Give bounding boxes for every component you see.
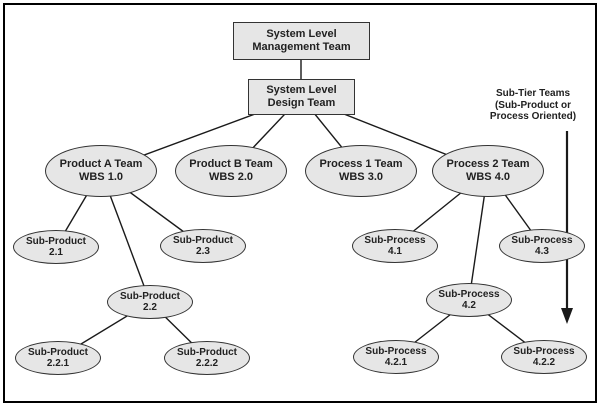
- node-sub-process-4-2: Sub-Process 4.2: [426, 283, 512, 317]
- sub-id: 4.1: [388, 246, 402, 257]
- team-name: Product A Team: [59, 157, 143, 170]
- node-label-line2: Design Team: [267, 97, 336, 109]
- annotation-line1: Sub-Tier Teams: [495, 88, 571, 99]
- node-sub-process-4-2-1: Sub-Process 4.2.1: [353, 340, 439, 374]
- sub-id: 2.2.2: [195, 358, 219, 369]
- arrowhead-icon: [561, 308, 573, 324]
- sub-name: Sub-Product: [177, 346, 237, 358]
- sub-tier-teams-label: Sub-Tier Teams (Sub-Product or Process O…: [477, 88, 589, 123]
- sub-id: 2.2: [143, 302, 157, 313]
- node-sub-product-2-2-1: Sub-Product 2.2.1: [15, 341, 101, 375]
- team-name: Process 2 Team: [446, 157, 530, 170]
- node-sub-product-2-2-2: Sub-Product 2.2.2: [164, 341, 250, 375]
- node-sub-product-2-2: Sub-Product 2.2: [107, 285, 193, 319]
- node-sub-product-2-1: Sub-Product 2.1: [13, 230, 99, 264]
- annotation-line2: (Sub-Product or: [494, 99, 572, 111]
- sub-id: 2.3: [196, 246, 210, 257]
- node-process-2-team: Process 2 Team WBS 4.0: [432, 145, 544, 197]
- node-sub-process-4-3: Sub-Process 4.3: [499, 229, 585, 263]
- sub-id: 4.2.2: [532, 357, 556, 368]
- node-sub-process-4-1: Sub-Process 4.1: [352, 229, 438, 263]
- sub-name: Sub-Process: [438, 288, 500, 300]
- annotation-line3: Process Oriented): [489, 111, 577, 122]
- sub-id: 4.2: [462, 300, 476, 311]
- sub-name: Sub-Process: [513, 345, 575, 357]
- node-sub-product-2-3: Sub-Product 2.3: [160, 229, 246, 263]
- team-wbs: WBS 2.0: [208, 171, 253, 183]
- sub-name: Sub-Process: [365, 345, 427, 357]
- team-name: Product B Team: [189, 157, 273, 170]
- team-wbs: WBS 1.0: [78, 171, 123, 183]
- sub-tier-arrow: [561, 131, 573, 324]
- sub-name: Sub-Process: [364, 234, 426, 246]
- diagram-border: [3, 3, 597, 403]
- node-label-line1: System Level: [266, 28, 337, 40]
- team-wbs: WBS 3.0: [338, 171, 383, 183]
- sub-id: 2.2.1: [46, 358, 70, 369]
- team-name: Process 1 Team: [319, 157, 403, 170]
- sub-name: Sub-Process: [511, 234, 573, 246]
- sub-id: 4.3: [535, 246, 549, 257]
- node-label-line2: Management Team: [252, 41, 351, 53]
- node-system-level-management-team: System Level Management Team: [233, 22, 370, 60]
- sub-name: Sub-Product: [120, 290, 180, 302]
- sub-id: 2.1: [49, 247, 63, 258]
- node-product-b-team: Product B Team WBS 2.0: [175, 145, 287, 197]
- node-process-1-team: Process 1 Team WBS 3.0: [305, 145, 417, 197]
- team-wbs: WBS 4.0: [465, 171, 510, 183]
- sub-name: Sub-Product: [28, 346, 88, 358]
- node-product-a-team: Product A Team WBS 1.0: [45, 145, 157, 197]
- node-sub-process-4-2-2: Sub-Process 4.2.2: [501, 340, 587, 374]
- node-system-level-design-team: System Level Design Team: [248, 79, 355, 115]
- sub-id: 4.2.1: [384, 357, 408, 368]
- sub-name: Sub-Product: [26, 235, 86, 247]
- sub-name: Sub-Product: [173, 234, 233, 246]
- node-label-line1: System Level: [266, 84, 337, 96]
